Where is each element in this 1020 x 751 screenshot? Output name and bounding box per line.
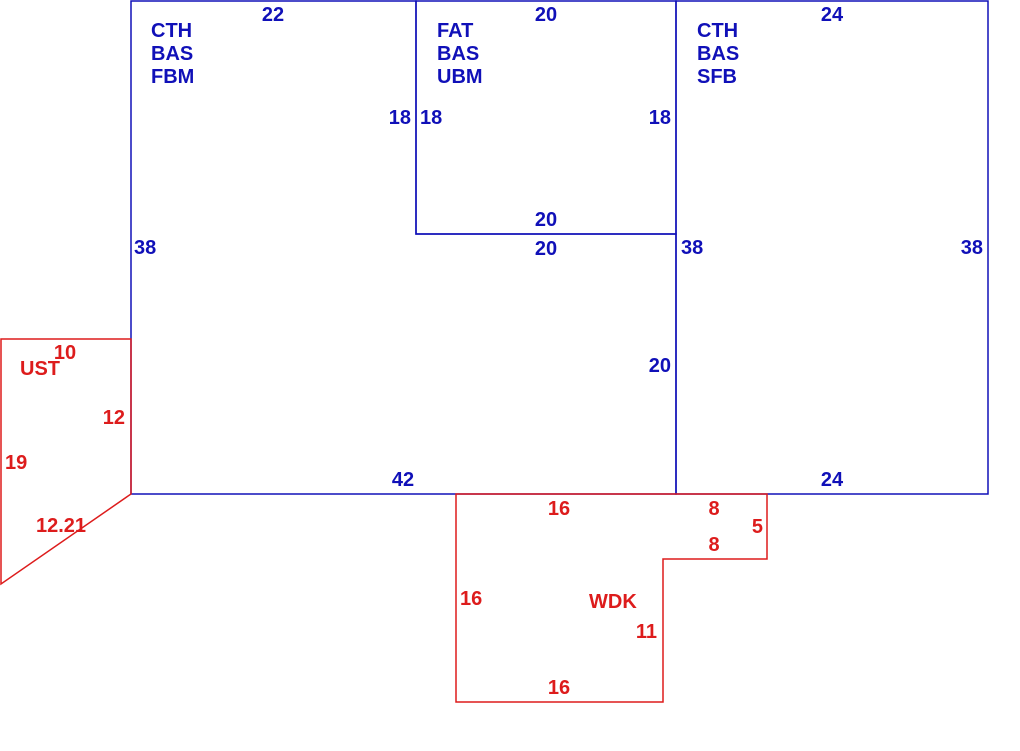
- area-left-main: CTH BAS FBM 22 38 18 42: [134, 4, 414, 491]
- main-structure: [130, 0, 989, 495]
- area-code-2: BAS: [697, 43, 739, 65]
- dim-diagonal: 12.21: [36, 515, 86, 537]
- area-code-1: FAT: [437, 20, 473, 42]
- area-ust: 10 UST 12 19 12.21: [5, 342, 125, 537]
- dim-top: 16: [548, 498, 570, 520]
- right-main-outline: [675, 0, 989, 495]
- dim-top: 10: [54, 342, 76, 364]
- dim-left: 16: [460, 588, 482, 610]
- dim-right: 12: [103, 407, 125, 429]
- dim-step-right: 11: [636, 621, 657, 643]
- additions: [0, 338, 768, 703]
- dim-top: 20: [535, 238, 557, 260]
- area-wdk: 16 16 WDK 11 16 8 5 8: [460, 498, 763, 699]
- dim-bottom: 16: [548, 677, 570, 699]
- area-code-2: BAS: [437, 43, 479, 65]
- dim-ext-right: 5: [752, 516, 763, 538]
- dim-ext-bottom: 8: [708, 534, 719, 556]
- dim-top: 20: [535, 4, 557, 26]
- dim-left: 38: [134, 237, 156, 259]
- area-code-1: CTH: [697, 20, 738, 42]
- dim-right: 18: [649, 107, 671, 129]
- dim-left: 18: [420, 107, 442, 129]
- dim-left: 38: [681, 237, 703, 259]
- area-code-3: UBM: [437, 66, 483, 88]
- area-code-3: FBM: [151, 66, 194, 88]
- area-code: WDK: [589, 591, 637, 613]
- dim-bottom: 20: [535, 209, 557, 231]
- area-code-2: BAS: [151, 43, 193, 65]
- ust-outline: [0, 338, 132, 586]
- area-code: UST: [20, 358, 60, 380]
- area-code-1: CTH: [151, 20, 192, 42]
- area-middle-upper: FAT BAS UBM 20 18 18 20: [420, 4, 671, 231]
- area-middle-lower: 20 20: [535, 238, 671, 377]
- dim-top: 22: [262, 4, 284, 26]
- dim-bottom: 24: [821, 469, 844, 491]
- dim-right: 38: [961, 237, 983, 259]
- dim-right: 20: [649, 355, 671, 377]
- area-code-3: SFB: [697, 66, 737, 88]
- dim-top: 24: [821, 4, 844, 26]
- area-right-main: CTH BAS SFB 24 38 38 24: [681, 4, 983, 491]
- dim-right: 18: [389, 107, 411, 129]
- dim-left: 19: [5, 452, 27, 474]
- wdk-outline: [455, 493, 768, 703]
- dim-bottom: 42: [392, 469, 414, 491]
- left-main-outline: [130, 0, 677, 495]
- dim-ext-top: 8: [708, 498, 719, 520]
